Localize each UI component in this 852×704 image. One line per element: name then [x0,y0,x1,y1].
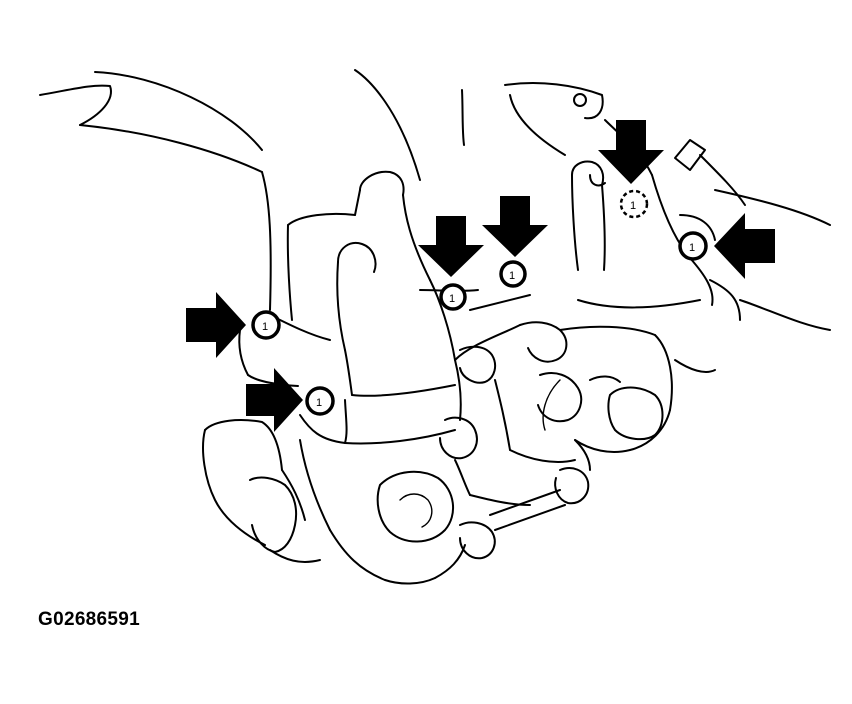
bolt-center-left: 1 [439,283,467,311]
bolt-lower-left: 1 [305,386,335,416]
bolt-number: 1 [509,270,515,282]
bolt-icon [439,283,467,311]
bolt-number: 1 [316,397,322,409]
bolt-icon [499,260,527,288]
bolt-icon [678,231,708,261]
arrow-center-right [482,196,548,257]
arrow-top-right [598,120,664,184]
bolt-icon [251,310,281,340]
bolt-right: 1 [678,231,708,261]
arrow-down-icon [418,216,484,277]
bolt-icon [305,386,335,416]
arrow-down-icon [598,120,664,184]
arrow-down-icon [482,196,548,257]
bolt-number: 1 [449,293,455,305]
arrow-left-side [186,292,246,358]
bolt-number: 1 [630,200,636,212]
bolt-center-right: 1 [499,260,527,288]
right-manifold-outline [461,82,831,373]
arrow-right-icon [186,292,246,358]
bolt-number: 1 [262,321,268,333]
arrow-right-icon [246,368,303,432]
right-pump-housing [571,119,716,309]
upper-hose-outline [39,69,421,311]
lower-housing-body [202,289,673,585]
arrow-right-side [714,213,775,279]
figure-code: G02686591 [38,609,141,630]
left-pump-housing [238,170,456,397]
bolt-left: 1 [251,310,281,340]
bolt-top-right-hidden: 1 [619,189,649,219]
arrow-center-left [418,216,484,277]
arrow-lower-left [246,368,303,432]
bolt-icon [619,189,649,219]
bolt-number: 1 [689,242,695,254]
arrow-left-icon [714,213,775,279]
